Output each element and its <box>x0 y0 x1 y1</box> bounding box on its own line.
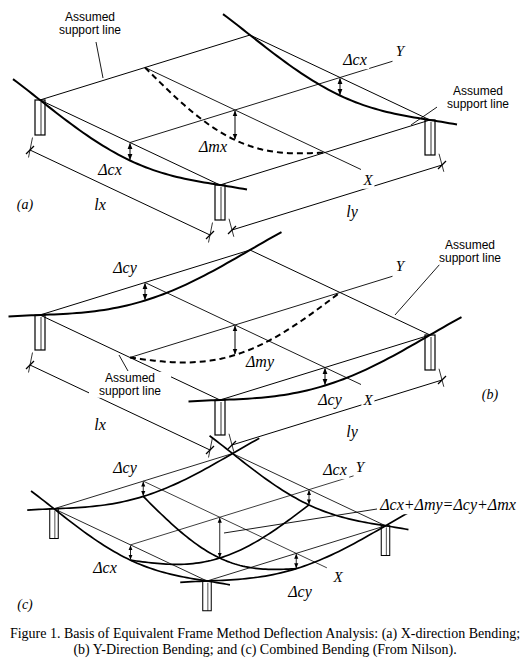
slab-panel <box>13 14 457 242</box>
column <box>215 400 225 435</box>
deflection-label: Δcy <box>286 583 314 601</box>
axis-label: X <box>361 172 374 189</box>
deflection-label: Δcx <box>341 51 369 69</box>
support-line-note: Assumed support line <box>89 372 171 398</box>
slab-panel <box>27 436 412 611</box>
span-dimension: lx <box>92 416 108 434</box>
deflected-edge <box>13 79 247 190</box>
dimension-tick <box>228 226 236 234</box>
leader-line <box>411 105 440 125</box>
deflection-arrow <box>340 79 341 95</box>
dimension-tick <box>438 376 446 384</box>
extension-line <box>229 434 234 452</box>
column-edge <box>431 122 432 155</box>
span-dimension: ly <box>344 203 360 221</box>
deflected-edge <box>31 491 230 585</box>
column-edge <box>207 583 208 611</box>
leader-line <box>224 509 377 533</box>
deflection-arrow <box>325 369 326 385</box>
axis-label: Y <box>354 459 366 476</box>
axis-label: Y <box>394 258 406 275</box>
dimension-tick <box>26 146 34 154</box>
deflection-arrow <box>219 518 220 557</box>
dimension-tick <box>206 231 214 239</box>
deflection-arrow <box>309 490 310 504</box>
deflected-edge <box>189 317 462 402</box>
column <box>50 509 59 539</box>
dimension-line <box>232 165 442 230</box>
deflected-edge <box>9 232 282 317</box>
dimension-line <box>30 150 210 235</box>
slab-outline <box>54 454 386 582</box>
dimension-line <box>30 365 210 450</box>
x-axis <box>143 481 327 568</box>
deflection-label: Δmx <box>197 138 229 156</box>
deflected-edge <box>223 14 457 125</box>
support-line-note: Assumed support line <box>429 239 511 265</box>
deflection-label: Δcy <box>316 391 344 409</box>
span-dimension: ly <box>344 423 360 441</box>
deflection-arrow <box>235 111 236 139</box>
deflection-label: Δcx <box>321 461 349 479</box>
deflected-midline <box>131 505 310 564</box>
column <box>35 315 45 350</box>
column-edge <box>54 510 55 538</box>
dimension-tick <box>206 446 214 454</box>
deflection-arrow <box>130 144 131 160</box>
leader-lines <box>96 42 440 533</box>
span-dimension: lx <box>92 196 108 214</box>
deflection-arrow <box>296 554 297 568</box>
column-edge <box>221 402 222 435</box>
column-edge <box>41 317 42 350</box>
deflection-label: Δcy <box>111 259 139 277</box>
deflection-label: Δmy <box>244 353 276 371</box>
column <box>425 120 435 155</box>
deflection-arrow <box>130 546 131 560</box>
column <box>203 581 212 611</box>
x-axis <box>145 283 361 385</box>
panel-tag: (c) <box>15 597 35 612</box>
slab-outline <box>40 35 430 185</box>
axis-label: Y <box>394 43 406 60</box>
panel-tag: (b) <box>480 387 500 402</box>
dimension-tick <box>228 441 236 449</box>
support-line-note: Assumed support line <box>49 11 131 37</box>
dimension-line <box>232 380 442 445</box>
column <box>381 526 390 556</box>
x-axis <box>145 68 361 170</box>
support-line-note: Assumed support line <box>437 85 519 111</box>
extension-line <box>439 154 444 172</box>
column <box>425 335 435 370</box>
deflection-arrow <box>145 284 146 300</box>
axis-label: X <box>331 569 344 586</box>
extension-line <box>439 369 444 387</box>
extension-line <box>229 219 234 237</box>
column-edge <box>431 337 432 370</box>
deflection-label: Δcx <box>96 161 124 179</box>
deflection-label: Δcy <box>111 459 139 477</box>
deflected-midline <box>145 68 325 154</box>
deflection-arrow <box>143 482 144 496</box>
leader-line <box>96 42 103 78</box>
slab-panel <box>9 232 462 457</box>
dimension-tick <box>26 361 34 369</box>
deflection-arrow <box>235 326 236 354</box>
column-edge <box>221 187 222 220</box>
dimension-tick <box>438 161 446 169</box>
deflected-midline <box>130 293 340 363</box>
leader-line <box>119 355 128 371</box>
deflection-label: Δcx <box>91 559 119 577</box>
combined-deflection-label: Δcx+Δmy=Δcy+Δmx <box>378 496 518 514</box>
column-edge <box>41 102 42 135</box>
panel-tag: (a) <box>15 197 35 212</box>
column <box>215 185 225 220</box>
slab-outline <box>40 250 430 400</box>
axis-label: X <box>361 392 374 409</box>
column-edge <box>386 527 387 555</box>
column <box>35 100 45 135</box>
deflected-edge <box>27 438 259 510</box>
figure-caption: Figure 1. Basis of Equivalent Frame Meth… <box>6 626 524 658</box>
